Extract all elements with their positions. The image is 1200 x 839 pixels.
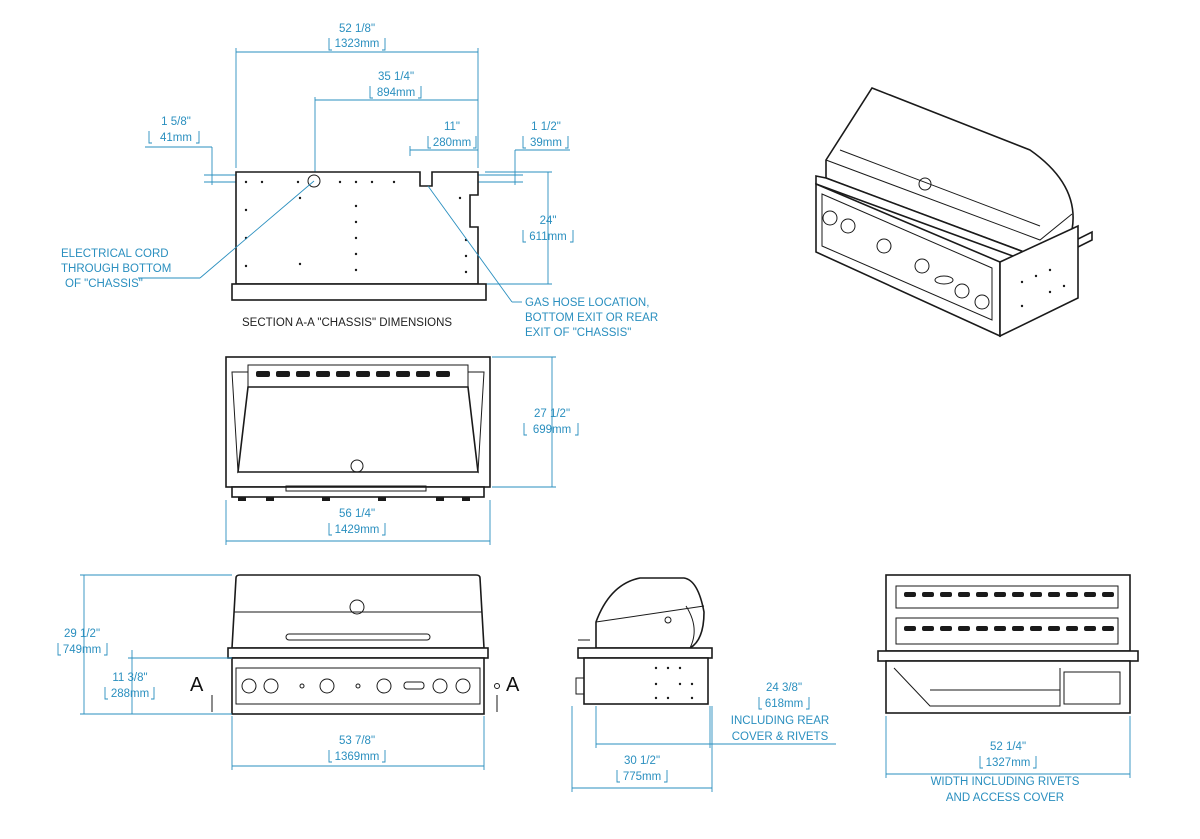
top-width-mm: 1429mm <box>335 524 380 536</box>
gas-width-in: 11" <box>444 121 460 133</box>
top-depth-mm: 699mm <box>533 424 571 436</box>
top-vents <box>256 371 450 377</box>
side-depth-mm: 775mm <box>623 771 661 783</box>
front-height-in: 29 1/2" <box>64 628 100 640</box>
electrical-note-3: OF "CHASSIS" <box>65 278 143 290</box>
front-view: A A 29 1/2" 749mm 11 3/8" 288mm 53 7/8" … <box>57 574 520 770</box>
chassis-width-mm: 1323mm <box>335 38 380 50</box>
chassis-height-in: 24" <box>540 215 557 227</box>
section-marker-right: A <box>506 674 520 696</box>
back-note-1: WIDTH INCLUDING RIVETS <box>931 776 1080 788</box>
cord-offset-mm: 894mm <box>377 87 415 99</box>
gas-width-mm: 280mm <box>433 137 471 149</box>
chassis-section: 52 1/8" 1323mm 35 1/4" 894mm 1 5/8" 41mm… <box>61 23 658 339</box>
front-knobs <box>241 678 500 694</box>
electrical-note-2: THROUGH BOTTOM <box>61 263 171 275</box>
side-depth-in: 30 1/2" <box>624 755 660 767</box>
section-marker-left: A <box>190 674 204 696</box>
top-knobs <box>238 497 470 501</box>
rear-note-2: COVER & RIVETS <box>732 731 829 743</box>
side-holes <box>654 666 694 700</box>
front-lower-mm: 288mm <box>111 688 149 700</box>
chassis-caption: SECTION A-A "CHASSIS" DIMENSIONS <box>242 317 452 329</box>
front-width-in: 53 7/8" <box>339 735 375 747</box>
front-width-mm: 1369mm <box>335 751 380 763</box>
rear-depth-in: 24 3/8" <box>766 682 802 694</box>
back-view: 52 1/4" 1327mm WIDTH INCLUDING RIVETS AN… <box>877 574 1139 804</box>
gas-note-1: GAS HOSE LOCATION, <box>525 297 649 309</box>
front-lower-in: 11 3/8" <box>112 672 147 684</box>
back-vents <box>904 592 1114 631</box>
left-edge-mm: 41mm <box>160 132 192 144</box>
chassis-width-in: 52 1/8" <box>339 23 375 35</box>
top-depth-in: 27 1/2" <box>534 408 570 420</box>
right-edge-in: 1 1/2" <box>531 121 561 133</box>
back-width-in: 52 1/4" <box>990 741 1026 753</box>
chassis-holes <box>244 180 468 274</box>
side-view: 24 3/8" 618mm INCLUDING REAR COVER & RIV… <box>571 577 836 792</box>
gas-note-3: EXIT OF "CHASSIS" <box>525 327 631 339</box>
top-width-in: 56 1/4" <box>339 508 375 520</box>
chassis-height-mm: 611mm <box>529 231 567 243</box>
rear-note-1: INCLUDING REAR <box>731 715 829 727</box>
electrical-note-1: ELECTRICAL CORD <box>61 248 169 260</box>
left-edge-in: 1 5/8" <box>161 116 191 128</box>
cord-offset-in: 35 1/4" <box>378 71 414 83</box>
front-height-mm: 749mm <box>63 644 101 656</box>
right-edge-mm: 39mm <box>530 137 562 149</box>
back-note-2: AND ACCESS COVER <box>946 792 1064 804</box>
grill-isometric-icon <box>815 87 1093 338</box>
back-width-mm: 1327mm <box>986 757 1031 769</box>
iso-knobs <box>822 210 990 310</box>
top-view: 27 1/2" 699mm 56 1/4" 1429mm <box>225 356 579 545</box>
rear-depth-mm: 618mm <box>765 698 803 710</box>
gas-note-2: BOTTOM EXIT OR REAR <box>525 312 658 324</box>
